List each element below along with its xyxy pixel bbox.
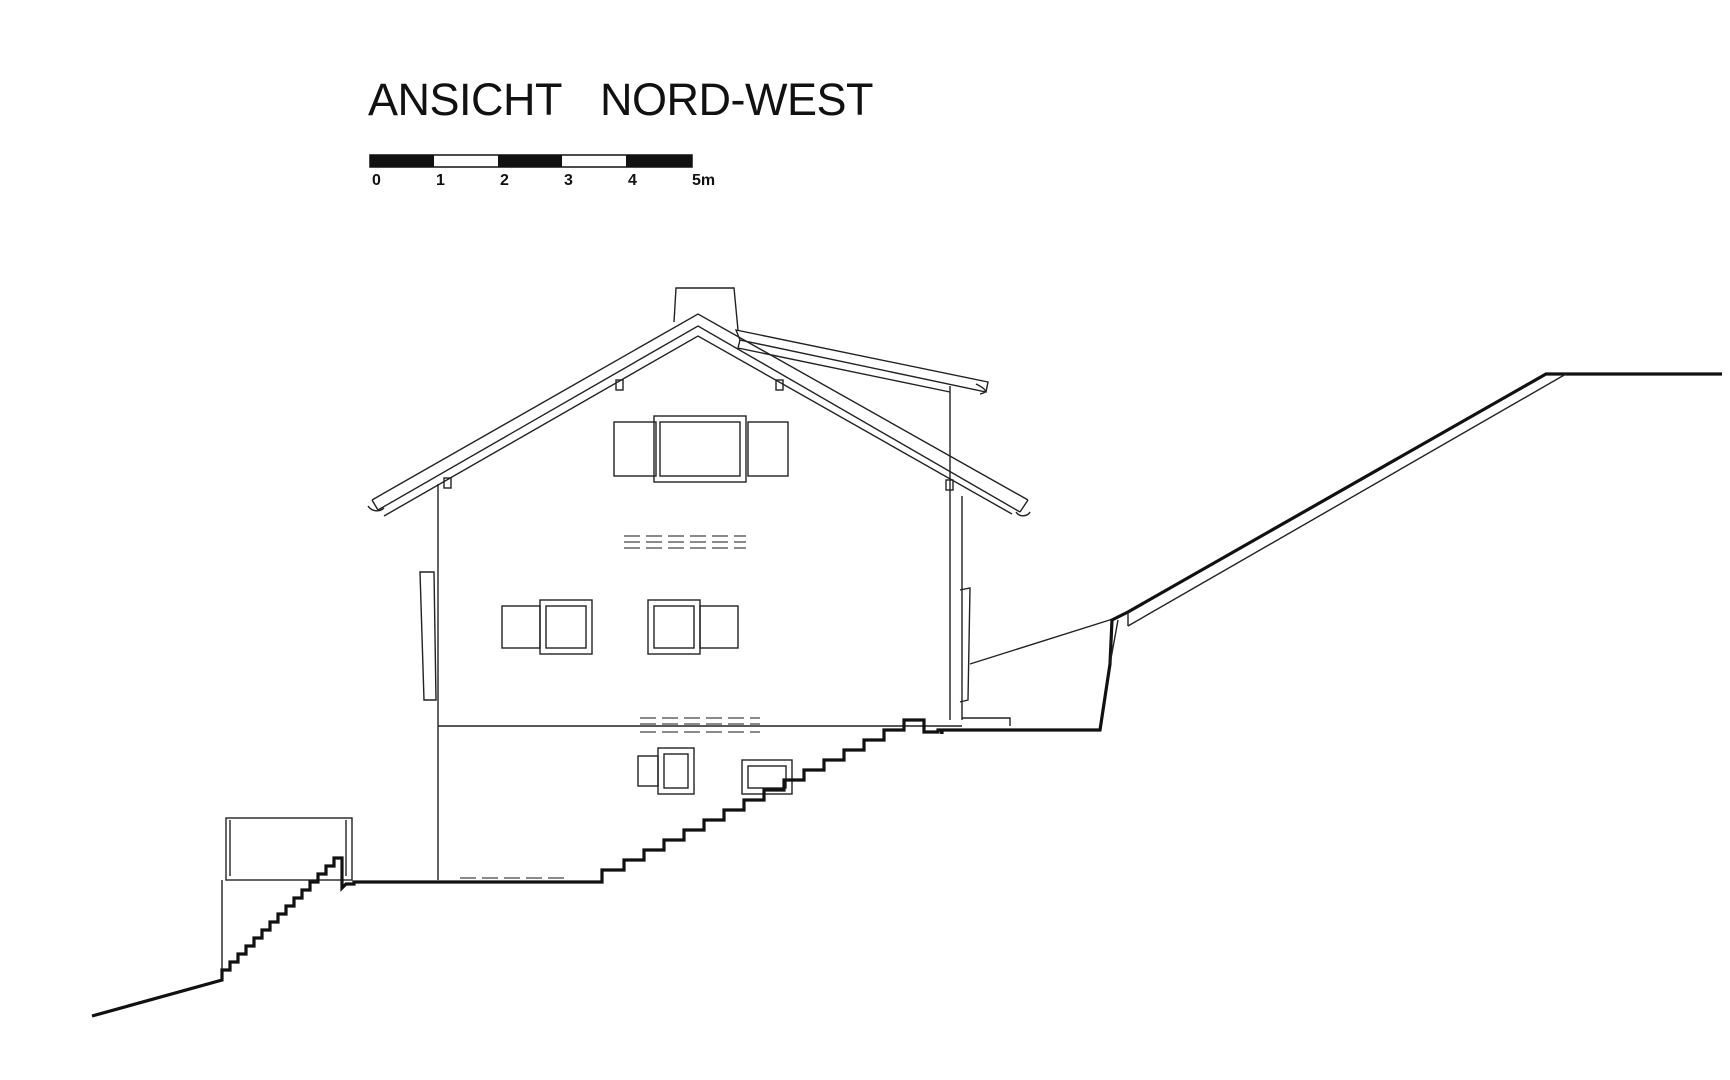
scale-label-2: 2	[500, 172, 509, 189]
scale-label-4: 4	[628, 172, 637, 189]
retaining-wall	[969, 611, 1129, 665]
left-structure	[221, 817, 353, 978]
attic-window	[613, 415, 789, 483]
house-body	[419, 484, 1011, 880]
ground-profile	[91, 372, 1722, 1018]
scale-label-5m: 5m	[692, 172, 716, 189]
hidden-lines-lower	[460, 717, 760, 879]
drawing-title-view: ANSICHT	[368, 74, 563, 125]
drawing-title: ANSICHT NORD-WEST	[368, 74, 873, 126]
upper-slope-edge	[1127, 373, 1567, 627]
rear-roof	[734, 329, 989, 720]
scale-bar	[369, 154, 693, 168]
scale-label-1: 1	[436, 172, 445, 189]
chimney	[673, 287, 739, 331]
scale-label-0: 0	[372, 172, 381, 189]
first-floor-windows	[501, 599, 739, 655]
wall-edge	[1109, 619, 1119, 665]
gable-roof	[367, 313, 1031, 517]
scale-label-3: 3	[564, 172, 573, 189]
hidden-lines-upper	[624, 535, 746, 549]
drawing-title-direction: NORD-WEST	[600, 74, 873, 125]
basement-windows	[637, 747, 793, 795]
